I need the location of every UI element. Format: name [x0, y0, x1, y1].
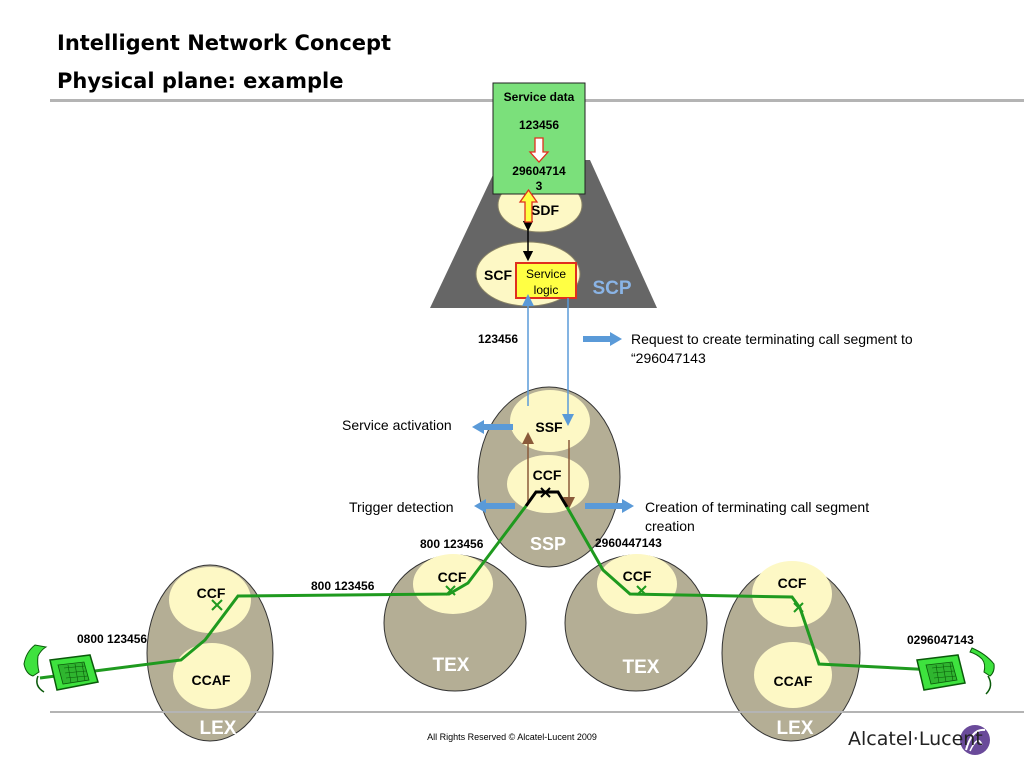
lex-tex-number: 800 123456: [311, 579, 375, 593]
alcatel-lucent-logo-icon: [960, 725, 990, 755]
copyright-text: All Rights Reserved © Alcatel-Lucent 200…: [427, 732, 597, 742]
lex-right-ccaf-ellipse: [754, 642, 832, 708]
service-logic-box: [515, 262, 577, 299]
lex-right-ccf-label: CCF: [778, 575, 807, 591]
lex-left-label: LEX: [200, 718, 237, 739]
translation-arrow-icon: [528, 137, 550, 163]
caller-number: 0800 123456: [77, 632, 147, 646]
lex-right-label: LEX: [777, 718, 814, 739]
caller-phone-icon: [23, 644, 99, 693]
slide-title: Intelligent Network Concept: [57, 31, 392, 55]
callee-phone-icon: [916, 647, 995, 695]
lex-left-ccf-label: CCF: [197, 585, 226, 601]
call-path-originating: [39, 505, 528, 680]
ssp-ccf-label: CCF: [533, 467, 562, 483]
trigger-detection-arrow-icon: [474, 499, 515, 513]
tex-right-label: TEX: [623, 657, 660, 678]
ssf-label: SSF: [535, 419, 563, 435]
tex-right-ccf-ellipse: [597, 554, 677, 614]
lex-right-ccf-ellipse: [752, 561, 832, 627]
cross-connect-marks: [211, 585, 804, 613]
sdf-label: SDF: [531, 202, 559, 218]
tex-ssp-number: 800 123456: [420, 537, 484, 551]
service-data-to-1: 29604714: [512, 164, 566, 178]
callee-number: 0296047143: [907, 633, 974, 647]
tex-left-ccf-label: CCF: [438, 569, 467, 585]
scp-query-number: 123456: [478, 332, 518, 346]
service-logic-label-2: logic: [534, 283, 559, 297]
ssp-cross-mark: [540, 487, 551, 498]
scf-label: SCF: [484, 267, 512, 283]
lex-left-ccaf-ellipse: [173, 643, 251, 709]
creation-text-1: Creation of terminating call segment: [645, 499, 869, 515]
lex-right-ccaf-label: CCAF: [774, 673, 813, 689]
lex-left-ccf-ellipse: [169, 567, 251, 633]
request-arrow-icon: [583, 332, 622, 346]
data-retrieval-arrow-icon: [518, 188, 539, 223]
footer-divider: [50, 711, 1024, 713]
slide-subtitle: Physical plane: example: [57, 69, 344, 93]
ssp-label: SSP: [530, 534, 566, 554]
service-data-heading: Service data: [504, 90, 575, 104]
ssp-ccf-ellipse: [507, 455, 589, 513]
request-text-2: “296047143: [631, 350, 706, 366]
call-path-terminating: [565, 506, 936, 672]
trigger-detection-text: Trigger detection: [349, 499, 454, 515]
service-activation-text: Service activation: [342, 417, 452, 433]
scp-label: SCP: [592, 278, 631, 299]
creation-text-2: creation: [645, 518, 695, 534]
tex-left-ccf-ellipse: [413, 554, 493, 614]
tex-right-ccf-label: CCF: [623, 568, 652, 584]
lex-left-ccaf-label: CCAF: [192, 672, 231, 688]
tex-left-label: TEX: [433, 655, 470, 676]
service-data-to-2: 3: [536, 179, 543, 193]
service-data-from: 123456: [519, 118, 559, 132]
creation-arrow-icon: [585, 499, 634, 513]
service-activation-arrow-icon: [472, 420, 513, 434]
service-logic-label-1: Service: [526, 267, 566, 281]
ssp-tex-number: 2960447143: [595, 536, 662, 550]
alcatel-lucent-logo-text: Alcatel·Lucent: [848, 728, 983, 750]
request-text-1: Request to create terminating call segme…: [631, 331, 913, 347]
